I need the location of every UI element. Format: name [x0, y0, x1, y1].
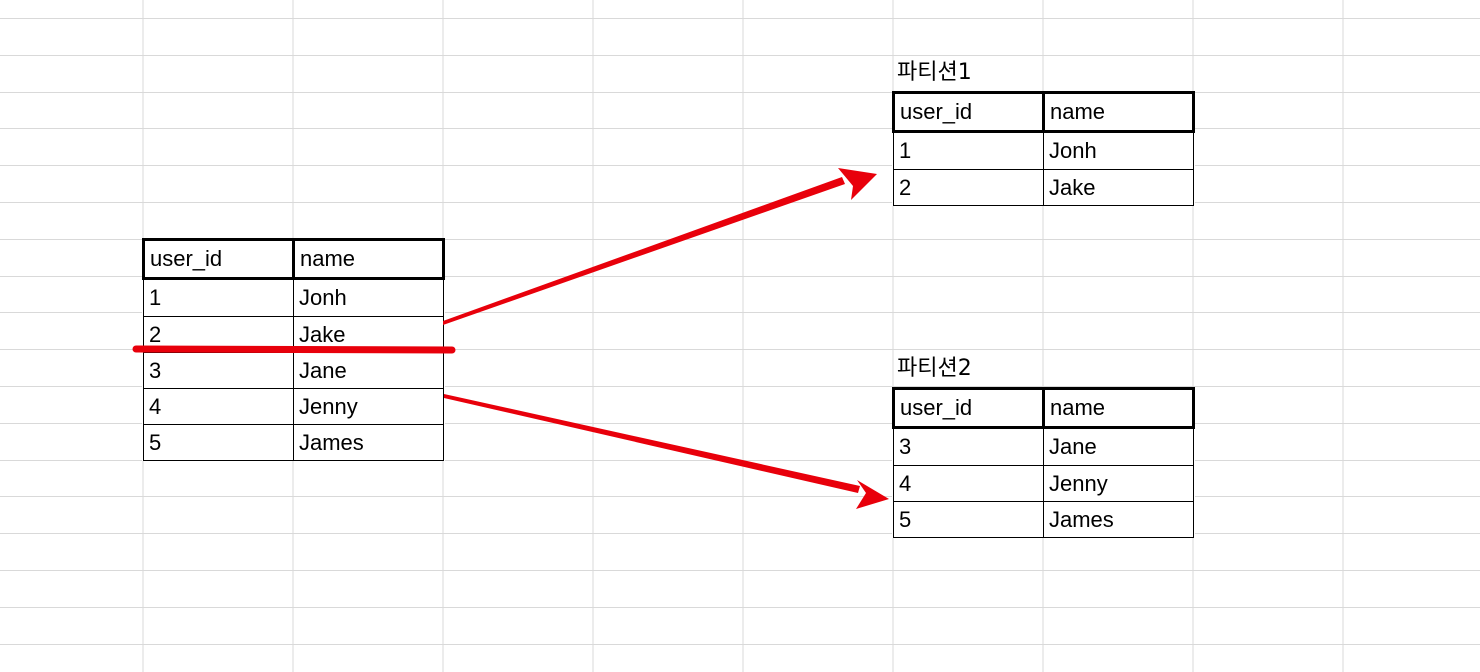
cell-name[interactable]: Jenny [293, 388, 444, 425]
cell-user-id[interactable]: 2 [893, 169, 1044, 206]
header-cell-name[interactable]: name [292, 238, 445, 280]
table-row: 4 Jenny [893, 465, 1194, 502]
cell-user-id[interactable]: 1 [143, 278, 294, 317]
table-header-row: user_id name [892, 387, 1195, 429]
cell-user-id[interactable]: 5 [143, 424, 294, 461]
table-row: 3 Jane [143, 352, 444, 389]
cell-name[interactable]: James [1043, 501, 1194, 538]
cell-name[interactable]: Jake [1043, 169, 1194, 206]
source-table: user_id name 1 Jonh 2 Jake 3 Jane 4 Jenn… [142, 238, 445, 461]
table-header-row: user_id name [142, 238, 445, 280]
table-row: 2 Jake [143, 316, 444, 353]
header-cell-name[interactable]: name [1042, 91, 1195, 133]
cell-name[interactable]: Jenny [1043, 465, 1194, 502]
cell-user-id[interactable]: 3 [893, 427, 1044, 466]
table-row: 1 Jonh [143, 278, 444, 317]
partition-1-table: user_id name 1 Jonh 2 Jake [892, 91, 1195, 206]
table-header-row: user_id name [892, 91, 1195, 133]
table-row: 1 Jonh [893, 131, 1194, 170]
table-row: 3 Jane [893, 427, 1194, 466]
cell-name[interactable]: Jane [293, 352, 444, 389]
cell-name[interactable]: Jake [293, 316, 444, 353]
header-cell-name[interactable]: name [1042, 387, 1195, 429]
table-row: 4 Jenny [143, 388, 444, 425]
cell-user-id[interactable]: 2 [143, 316, 294, 353]
cell-name[interactable]: Jane [1043, 427, 1194, 466]
partition-2-table: user_id name 3 Jane 4 Jenny 5 James [892, 387, 1195, 538]
cell-user-id[interactable]: 4 [893, 465, 1044, 502]
cell-name[interactable]: Jonh [1043, 131, 1194, 170]
cell-user-id[interactable]: 3 [143, 352, 294, 389]
table-row: 5 James [143, 424, 444, 461]
cell-user-id[interactable]: 1 [893, 131, 1044, 170]
partition-2-label: 파티션2 [897, 356, 972, 381]
partition-1-label: 파티션1 [897, 60, 972, 85]
cell-name[interactable]: James [293, 424, 444, 461]
header-cell-user-id[interactable]: user_id [892, 387, 1045, 429]
header-cell-user-id[interactable]: user_id [142, 238, 295, 280]
table-row: 2 Jake [893, 169, 1194, 206]
header-cell-user-id[interactable]: user_id [892, 91, 1045, 133]
cell-name[interactable]: Jonh [293, 278, 444, 317]
table-row: 5 James [893, 501, 1194, 538]
cell-user-id[interactable]: 4 [143, 388, 294, 425]
cell-user-id[interactable]: 5 [893, 501, 1044, 538]
